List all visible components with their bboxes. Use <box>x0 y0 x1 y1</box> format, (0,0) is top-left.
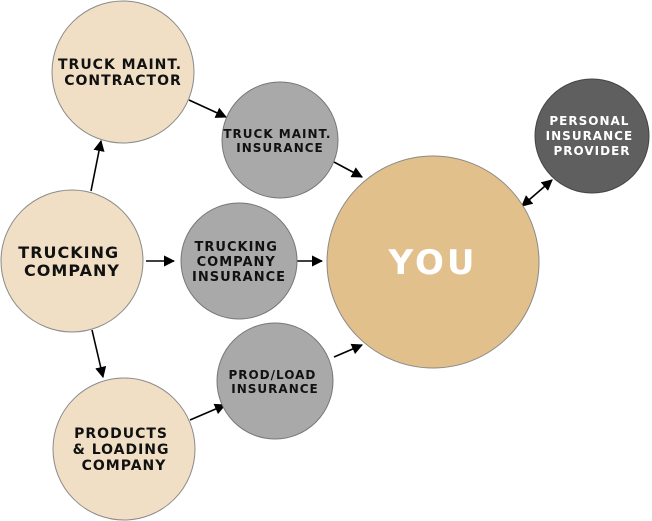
truck-maint-contractor-node: TRUCK MAINT. CONTRACTOR <box>51 0 195 144</box>
trucking-company-label-line-1: TRUCKING <box>18 243 119 262</box>
trucking-company-insurance-label-line-2: COMPANY <box>197 255 276 270</box>
svg-text:TRUCKING COMPANY I: TRUCKING COMPANY INSURANCE <box>192 240 286 285</box>
trucking-company-circle <box>0 189 144 333</box>
truck-maint-insurance-label-line-1: TRUCK MAINT. <box>223 127 331 141</box>
arrow-trucking-to-products-loading <box>91 329 107 379</box>
trucking-company-insurance-node: TRUCKING COMPANY INSURANCE <box>180 202 298 320</box>
trucking-company-insurance-label-line-1: TRUCKING <box>195 240 278 255</box>
arrow-you-personal-insurance-bidirectional <box>521 179 553 207</box>
trucking-company-insurance-circle <box>180 202 298 320</box>
trucking-company-insurance-label-line-3: INSURANCE <box>192 270 286 285</box>
products-loading-company-label-line-1: PRODUCTS <box>74 426 168 442</box>
svg-text:YOU: YOU <box>388 243 478 283</box>
trucking-company-label-line-2: COMPANY <box>24 261 120 280</box>
personal-insurance-provider-label-line-1: PERSONAL <box>549 114 629 128</box>
truck-maint-contractor-circle <box>51 0 195 144</box>
svg-text:PROD/LOAD INSURANCE: PROD/LOAD INSURANCE <box>228 368 321 396</box>
personal-insurance-provider-label-line-3: PROVIDER <box>553 144 630 158</box>
arrow-products-to-prod-load-insurance <box>189 403 227 421</box>
prod-load-insurance-label-line-2: INSURANCE <box>231 382 318 396</box>
connector-arrows <box>90 99 553 421</box>
svg-text:TRUCK MAINT. CONTRACTOR: TRUCK MAINT. CONTRACTOR <box>58 57 188 89</box>
svg-text:TRUCK MAINT. INSURANCE: TRUCK MAINT. INSURANCE <box>223 127 336 155</box>
products-loading-company-circle <box>52 377 196 521</box>
prod-load-insurance-node: PROD/LOAD INSURANCE <box>216 322 334 440</box>
you-label: YOU <box>388 243 478 283</box>
svg-text:PRODUCTS & LOADING: PRODUCTS & LOADING COMPANY <box>73 426 176 474</box>
arrow-prod-load-insurance-to-you <box>333 343 364 358</box>
you-node: YOU <box>326 155 540 369</box>
svg-text:PERSONAL INSURANCE: PERSONAL INSURANCE PROVIDER <box>546 114 639 158</box>
svg-text:TRUCKING COMPANY: TRUCKING COMPANY <box>18 243 125 280</box>
products-loading-company-node: PRODUCTS & LOADING COMPANY <box>52 377 196 521</box>
arrow-trucking-to-truck-maint-contractor <box>90 139 105 192</box>
personal-insurance-provider-label-line-2: INSURANCE <box>546 129 633 143</box>
truck-maint-insurance-circle <box>221 81 339 199</box>
truck-maint-insurance-label-line-2: INSURANCE <box>236 141 323 155</box>
arrow-truck-maint-insurance-to-you <box>333 161 363 178</box>
personal-insurance-provider-circle <box>534 78 650 194</box>
products-loading-company-label-line-3: COMPANY <box>82 458 167 474</box>
arrow-contractor-to-truck-maint-insurance <box>188 99 228 118</box>
truck-maint-insurance-node: TRUCK MAINT. INSURANCE <box>221 81 339 199</box>
you-circle <box>326 155 540 369</box>
prod-load-insurance-circle <box>216 322 334 440</box>
truck-maint-contractor-label-line-2: CONTRACTOR <box>64 73 182 89</box>
trucking-company-node: TRUCKING COMPANY <box>0 189 144 333</box>
personal-insurance-provider-node: PERSONAL INSURANCE PROVIDER <box>534 78 650 194</box>
products-loading-company-label-line-2: & LOADING <box>73 442 170 458</box>
truck-maint-contractor-label-line-1: TRUCK MAINT. <box>58 57 182 73</box>
prod-load-insurance-label-line-1: PROD/LOAD <box>228 368 316 382</box>
